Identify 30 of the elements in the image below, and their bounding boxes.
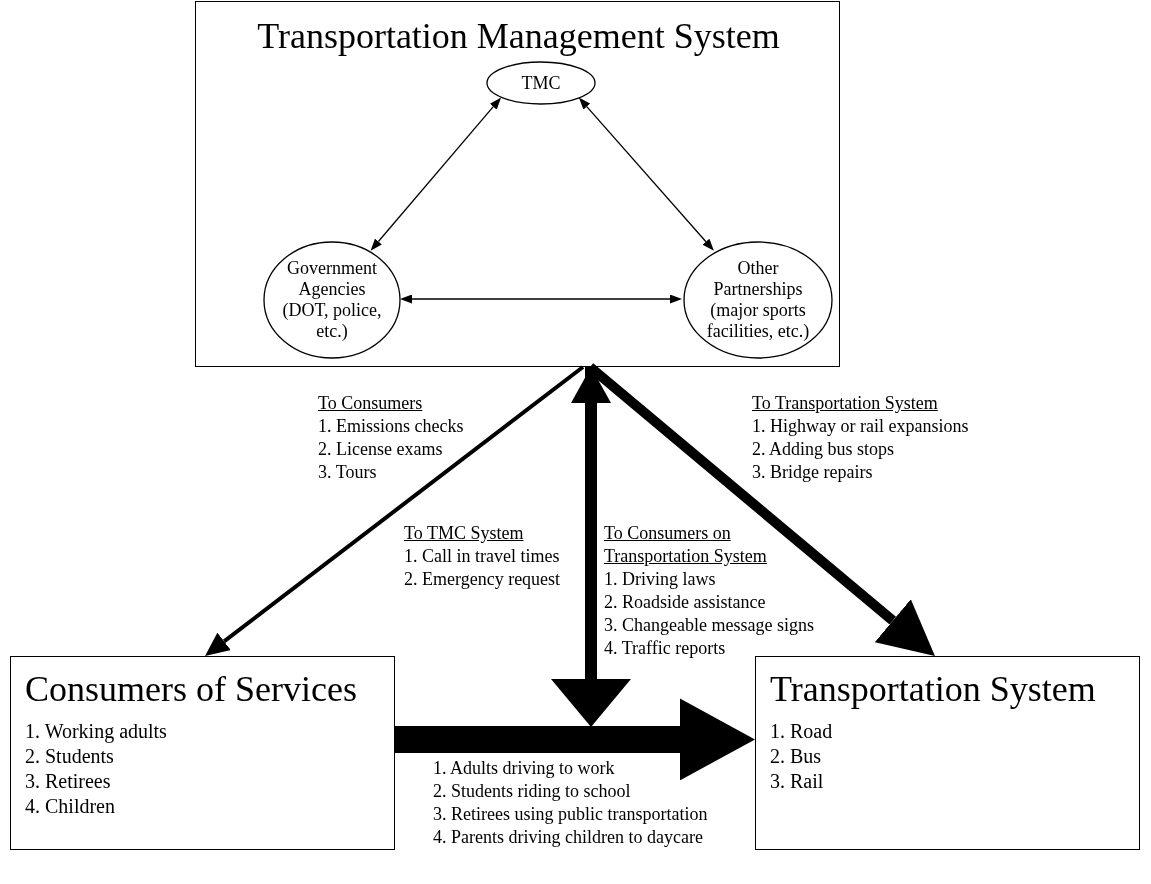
edge-label: To Transportation System 1. Highway or rail expansions 2. Adding bus stops 3. Bridge repairs <box>752 392 969 484</box>
edge-label: To TMC System 1. Call in travel times 2. Emergency request <box>404 522 561 591</box>
node-label: TMC <box>520 72 562 94</box>
arrow <box>395 698 755 781</box>
edge-label: To Consumers 1. Emissions checks 2. License exams 3. Tours <box>318 392 464 484</box>
box-title: Consumers of Services <box>25 669 357 709</box>
process-box <box>195 1 840 367</box>
edge-label: To Consumers on Transportation System 1. Driving laws 2. Roadside assistance 3. Changeable message signs 4. Traffic reports <box>604 522 814 660</box>
list-item: 1. Working adults <box>25 719 167 743</box>
process-box <box>10 656 395 850</box>
list-item: 2. Bus <box>770 744 822 768</box>
box-title: Transportation Management System <box>256 16 781 56</box>
node-label: Government Agencies (DOT, police, etc.) <box>281 258 383 342</box>
list-item: 3. Retirees <box>25 769 111 793</box>
node-label: Other Partnerships (major sports facilities, etc.) <box>705 258 811 342</box>
edge-label: 1. Adults driving to work 2. Students riding to school 3. Retirees using public transportation 4. Parents driving children to daycare <box>433 757 709 849</box>
arrow <box>205 365 585 656</box>
arrow <box>370 97 502 251</box>
ellipse-node <box>683 241 833 359</box>
arrow <box>400 294 682 304</box>
box-title: Transportation System <box>770 669 1096 709</box>
arrow <box>578 97 714 251</box>
process-box <box>755 656 1140 850</box>
list-item: 2. Students <box>25 744 114 768</box>
ellipse-node <box>263 241 401 359</box>
list-item: 4. Children <box>25 794 115 818</box>
ellipse-node <box>486 61 596 105</box>
list-item: 3. Rail <box>770 769 824 793</box>
list-item: 1. Road <box>770 719 833 743</box>
arrow <box>551 367 631 727</box>
